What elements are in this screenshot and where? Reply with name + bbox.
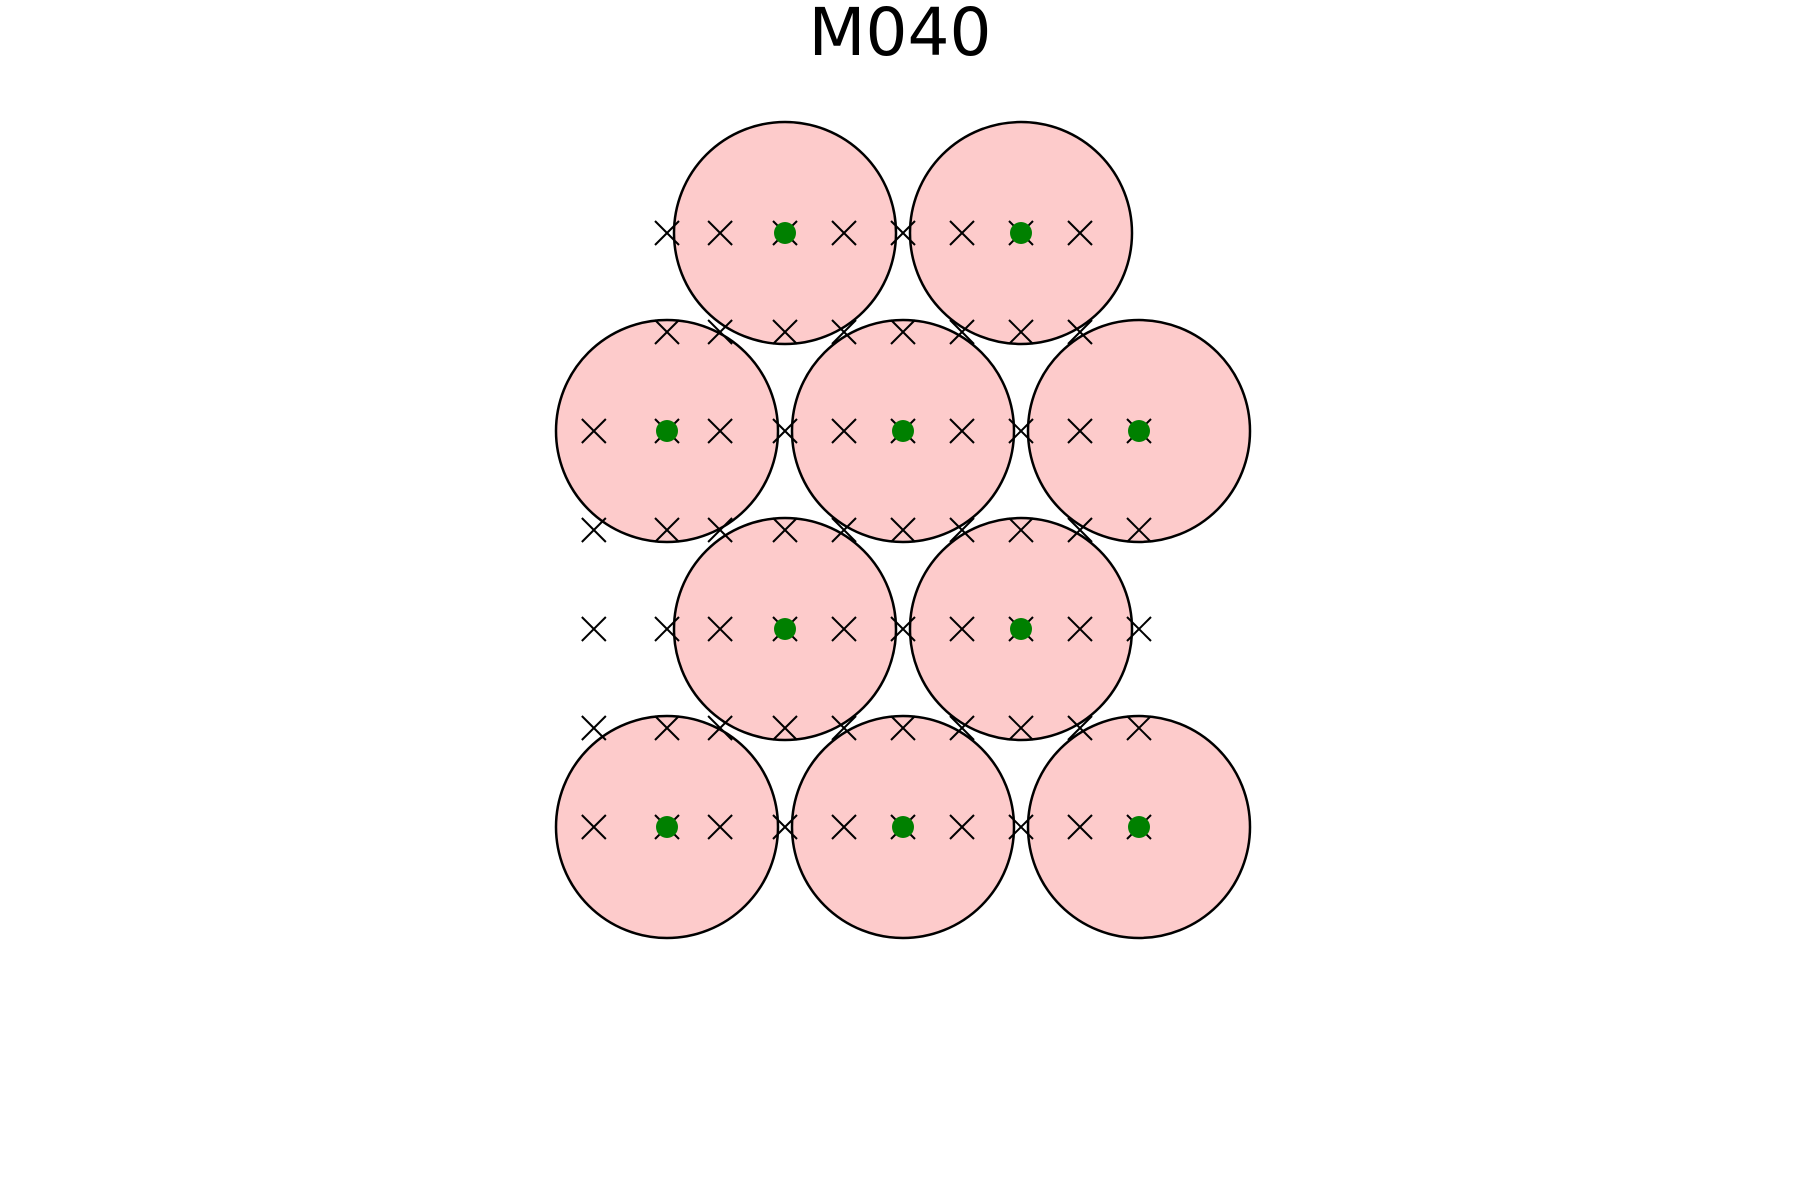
center-marker-4 xyxy=(892,420,914,442)
cross-marker xyxy=(654,517,680,543)
cross-marker xyxy=(890,319,916,345)
cross-marker xyxy=(890,517,916,543)
center-marker-2 xyxy=(1010,222,1032,244)
cross-marker xyxy=(1008,319,1034,345)
cross-marker xyxy=(949,319,975,345)
cross-marker xyxy=(772,715,798,741)
cross-marker xyxy=(581,418,607,444)
cross-marker xyxy=(1067,715,1093,741)
cross-marker xyxy=(654,220,680,246)
cross-marker xyxy=(831,220,857,246)
center-marker-6 xyxy=(774,618,796,640)
cross-marker xyxy=(949,220,975,246)
cross-marker xyxy=(707,418,733,444)
cross-marker xyxy=(581,814,607,840)
cross-marker xyxy=(831,715,857,741)
center-marker-10 xyxy=(1128,816,1150,838)
cross-marker xyxy=(831,418,857,444)
cross-marker xyxy=(581,715,607,741)
cross-marker xyxy=(772,418,798,444)
cross-marker xyxy=(1067,517,1093,543)
cross-marker xyxy=(1008,715,1034,741)
center-marker-8 xyxy=(656,816,678,838)
cross-marker xyxy=(772,319,798,345)
cross-marker xyxy=(1008,418,1034,444)
cross-marker xyxy=(1067,220,1093,246)
center-marker-3 xyxy=(656,420,678,442)
cross-marker xyxy=(654,715,680,741)
cross-marker xyxy=(831,616,857,642)
cross-marker xyxy=(1126,715,1152,741)
cross-marker xyxy=(1126,517,1152,543)
cross-marker xyxy=(890,220,916,246)
cross-marker xyxy=(707,517,733,543)
cross-marker xyxy=(1067,319,1093,345)
cross-marker xyxy=(581,616,607,642)
cross-marker xyxy=(707,715,733,741)
cross-marker xyxy=(1008,814,1034,840)
center-marker-5 xyxy=(1128,420,1150,442)
cross-marker xyxy=(772,517,798,543)
cross-marker xyxy=(831,814,857,840)
cross-marker xyxy=(949,517,975,543)
cross-marker xyxy=(949,814,975,840)
cross-marker xyxy=(1067,418,1093,444)
cross-marker xyxy=(654,616,680,642)
cross-marker xyxy=(1126,616,1152,642)
cross-marker xyxy=(1067,616,1093,642)
cross-marker xyxy=(831,517,857,543)
cross-marker xyxy=(707,814,733,840)
center-marker-1 xyxy=(774,222,796,244)
cross-marker xyxy=(1008,517,1034,543)
cross-marker xyxy=(831,319,857,345)
cross-marker xyxy=(654,319,680,345)
cross-marker xyxy=(772,814,798,840)
cross-marker xyxy=(890,616,916,642)
cross-marker xyxy=(707,220,733,246)
cross-marker xyxy=(949,616,975,642)
cross-marker xyxy=(581,517,607,543)
center-marker-9 xyxy=(892,816,914,838)
cross-marker xyxy=(707,319,733,345)
cross-marker xyxy=(707,616,733,642)
figure-title: M040 xyxy=(808,0,992,71)
cross-marker xyxy=(890,715,916,741)
centers-layer xyxy=(656,222,1150,838)
cross-marker xyxy=(949,715,975,741)
cross-marker xyxy=(1067,814,1093,840)
center-marker-7 xyxy=(1010,618,1032,640)
cross-marker xyxy=(949,418,975,444)
